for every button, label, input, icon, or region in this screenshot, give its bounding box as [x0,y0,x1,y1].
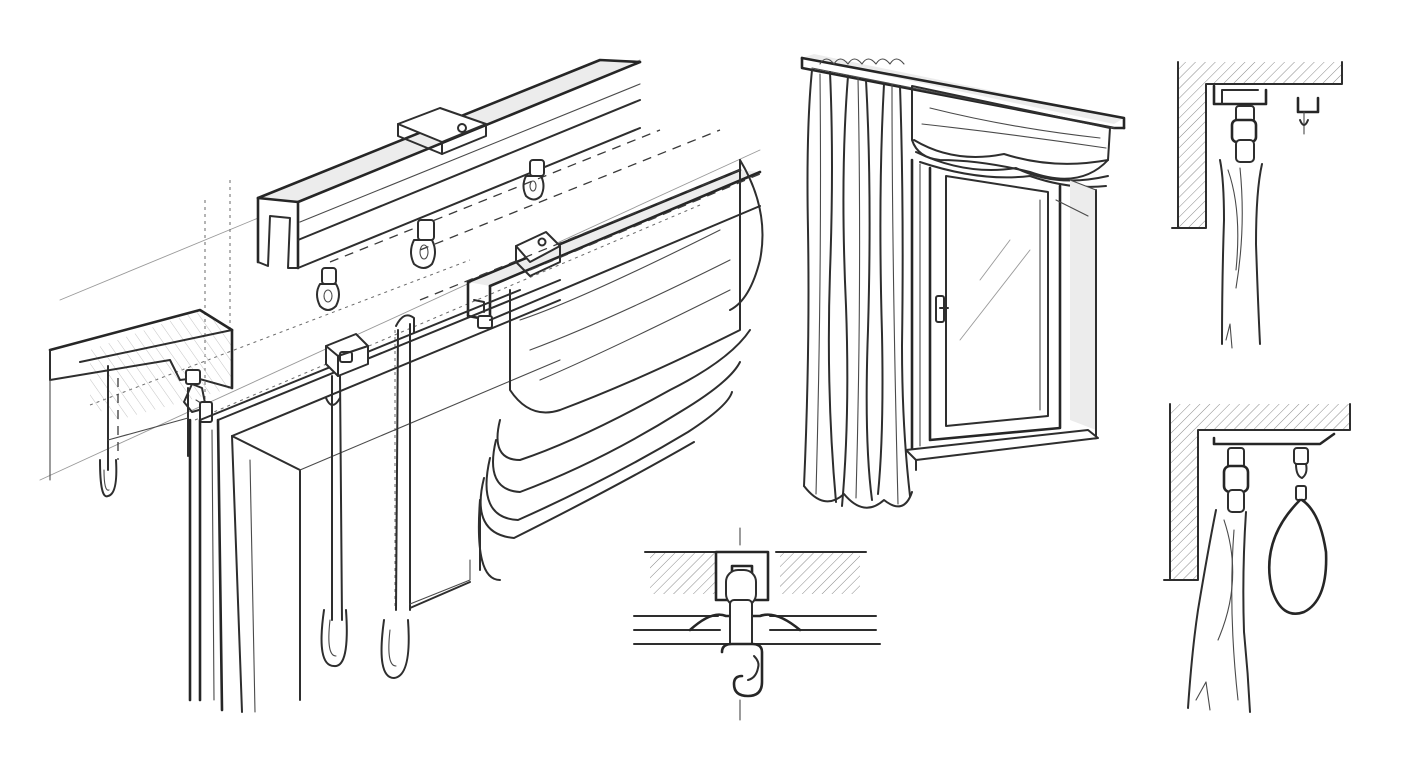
track-cross-section [633,527,881,721]
roman-blind [419,159,764,581]
sheer-curtain [803,58,913,509]
flat-blind-left [99,365,189,498]
runner-hook [522,159,545,201]
blind-rail [466,168,762,329]
window-curtain-view [800,54,1126,509]
runner-hook [410,219,436,269]
runner-hook [316,267,340,311]
tie-strap-bracket [320,333,369,667]
roman-shade-top [911,85,1111,188]
ceiling-block [48,308,234,481]
ceiling-rail [256,58,721,270]
ceiling-detail-top [1171,61,1343,349]
window-with-casement [905,158,1099,471]
track-assembly-view [39,58,764,713]
tie-strap [380,314,471,679]
rail-runner-hooks [316,159,545,311]
window-frame [188,279,561,713]
ceiling-detail-bottom [1163,403,1351,713]
ceiling-glider [183,369,213,423]
